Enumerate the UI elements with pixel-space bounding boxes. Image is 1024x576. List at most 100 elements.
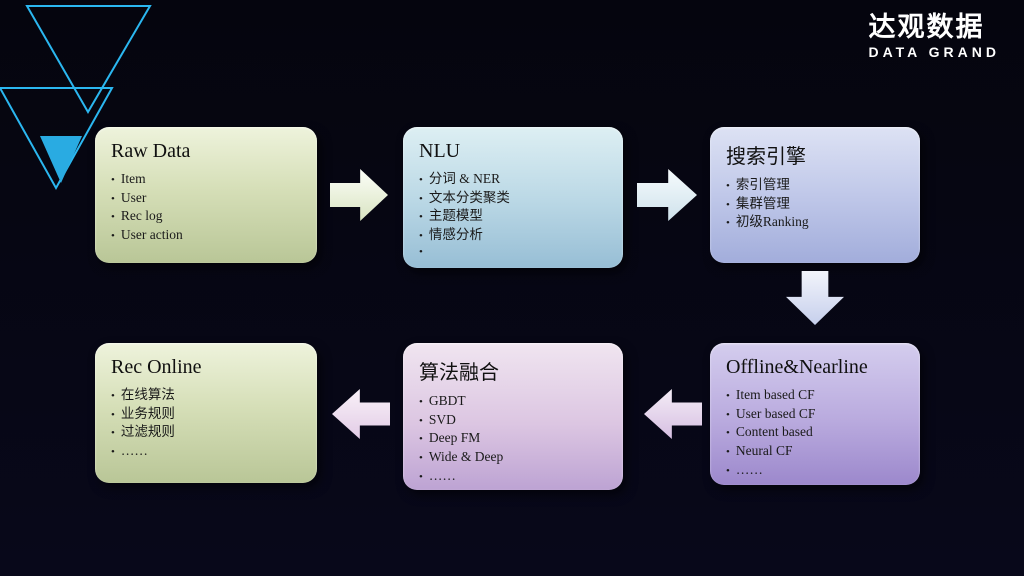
- bullet-icon: •: [111, 445, 115, 458]
- box-title: Raw Data: [111, 140, 191, 162]
- box-list: • GBDT • SVD • Deep FM •Wide & Deep • ……: [419, 392, 607, 485]
- brand-name-cn: 达观数据: [868, 12, 985, 42]
- list-item: • ……: [111, 442, 301, 461]
- bullet-icon: •: [419, 433, 423, 446]
- list-item-text: Wide & Deep: [428, 448, 504, 464]
- list-item: • 索引管理: [726, 176, 904, 195]
- bullet-icon: •: [419, 192, 423, 205]
- bullet-icon: •: [726, 198, 730, 211]
- bullet-icon: •: [419, 414, 423, 427]
- list-item: •Rec log: [111, 207, 301, 226]
- bullet-icon: •: [726, 445, 730, 458]
- list-item-text: Deep FM: [428, 430, 481, 446]
- list-item-text: ……: [120, 442, 148, 458]
- list-item: • 文本分类聚类: [419, 189, 607, 208]
- bullet-icon: •: [111, 174, 115, 186]
- bullet-icon: •: [111, 192, 115, 205]
- box-list: • 索引管理 • 集群管理 • 初级Ranking: [726, 176, 904, 232]
- flow-box-algorithm-fusion: 算法融合 • GBDT • SVD • Deep FM •Wide & Deep • ……: [403, 343, 623, 490]
- brand-name-en: DATA GRAND: [868, 44, 1000, 61]
- outline-triangle-icon: [0, 87, 114, 191]
- flow-box-search-engine: 搜索引擎 • 索引管理 • 集群管理 • 初级Ranking: [710, 127, 920, 263]
- list-item-text: Item: [120, 171, 146, 186]
- flow-box-nlu: NLU • 分词 & NER • 文本分类聚类 • 主题模型 • 情感分析 •: [403, 127, 623, 268]
- list-item-text: Content based: [735, 424, 813, 440]
- bullet-icon: •: [726, 408, 730, 421]
- flow-box-offline-nearline: Offline&Nearline • Item based CF • User ba…: [710, 343, 920, 485]
- bullet-icon: •: [419, 174, 423, 186]
- box-title: Rec Online: [111, 356, 202, 378]
- bullet-icon: •: [419, 470, 423, 483]
- list-item-text: 集群管理: [735, 195, 790, 211]
- list-item: • SVD: [419, 411, 607, 430]
- bullet-icon: •: [726, 180, 730, 192]
- list-item-text: User based CF: [735, 405, 816, 421]
- outline-triangle-icon: [25, 5, 152, 114]
- list-item-text: 分词 & NER: [428, 171, 501, 186]
- box-title: NLU: [419, 140, 461, 162]
- list-item-text: Rec log: [120, 208, 163, 224]
- list-item: • Deep FM: [419, 429, 607, 448]
- bullet-icon: •: [419, 211, 423, 224]
- list-item: • 情感分析: [419, 226, 607, 245]
- decorative-triangles-graphic: [0, 5, 152, 191]
- list-item-text: ……: [428, 467, 456, 483]
- bullet-icon: •: [419, 229, 423, 242]
- bullet-icon: •: [726, 390, 730, 402]
- arrow-search-to-offline-icon: [786, 271, 844, 325]
- bullet-icon: •: [726, 427, 730, 440]
- list-item: • Neural CF: [726, 442, 904, 461]
- bullet-icon: •: [726, 217, 730, 230]
- arrow-nlu-to-search-icon: [637, 169, 697, 221]
- list-item: • GBDT: [419, 392, 607, 411]
- list-item: • User action: [111, 226, 301, 245]
- list-item-text: GBDT: [428, 393, 466, 408]
- arrow-raw-data-to-nlu-icon: [330, 169, 388, 221]
- bullet-icon: •: [419, 245, 423, 258]
- list-item: •……: [726, 461, 904, 480]
- arrow-offline-to-fusion-icon: [644, 389, 702, 439]
- list-item: • 在线算法: [111, 386, 301, 405]
- list-item-text: 在线算法: [120, 387, 175, 402]
- bullet-icon: •: [726, 464, 730, 477]
- list-item-text: SVD: [428, 411, 456, 427]
- list-item-text: Item based CF: [735, 387, 815, 402]
- list-item-text: 情感分析: [428, 226, 483, 242]
- list-item-text: 业务规则: [120, 405, 175, 421]
- list-item: •过滤规则: [111, 423, 301, 442]
- list-item-text: 文本分类聚类: [428, 189, 510, 205]
- list-item: • Content based: [726, 423, 904, 442]
- solid-triangle-icon: [40, 136, 82, 183]
- brand-logo: 达观数据 DATA GRAND: [868, 12, 1000, 60]
- list-item-text: 索引管理: [735, 177, 790, 192]
- flow-box-rec-online: Rec Online • 在线算法 • 业务规则 •过滤规则 • ……: [95, 343, 317, 483]
- bullet-icon: •: [419, 396, 423, 408]
- list-item: • 分词 & NER: [419, 170, 607, 189]
- list-item: • 业务规则: [111, 405, 301, 424]
- list-item-text: 过滤规则: [120, 424, 175, 440]
- list-item: • ……: [419, 467, 607, 486]
- box-list: • 在线算法 • 业务规则 •过滤规则 • ……: [111, 386, 301, 461]
- list-item: •Wide & Deep: [419, 448, 607, 467]
- box-list: • 分词 & NER • 文本分类聚类 • 主题模型 • 情感分析 •: [419, 170, 607, 260]
- bullet-icon: •: [111, 229, 115, 242]
- list-item: • 主题模型: [419, 207, 607, 226]
- bullet-icon: •: [111, 408, 115, 421]
- box-title: 搜索引擎: [726, 146, 806, 168]
- list-item: • User based CF: [726, 405, 904, 424]
- list-item-text: Neural CF: [735, 442, 793, 458]
- box-title: 算法融合: [419, 362, 499, 384]
- list-item-text: 主题模型: [428, 208, 483, 224]
- flow-box-raw-data: Raw Data •Item •User •Rec log •User acti…: [95, 127, 317, 263]
- list-item-text: 初级Ranking: [735, 214, 809, 230]
- list-item: • 初级Ranking: [726, 213, 904, 232]
- box-list: • Item based CF • User based CF • Content b…: [726, 386, 904, 479]
- list-item: •: [419, 245, 607, 260]
- box-title: Offline&Nearline: [726, 356, 868, 378]
- list-item-text: User action: [120, 226, 183, 242]
- list-item: • 集群管理: [726, 195, 904, 214]
- box-list: •Item •User •Rec log •User action: [111, 170, 301, 245]
- list-item: •User: [111, 189, 301, 208]
- bullet-icon: •: [111, 390, 115, 402]
- list-item: • Item based CF: [726, 386, 904, 405]
